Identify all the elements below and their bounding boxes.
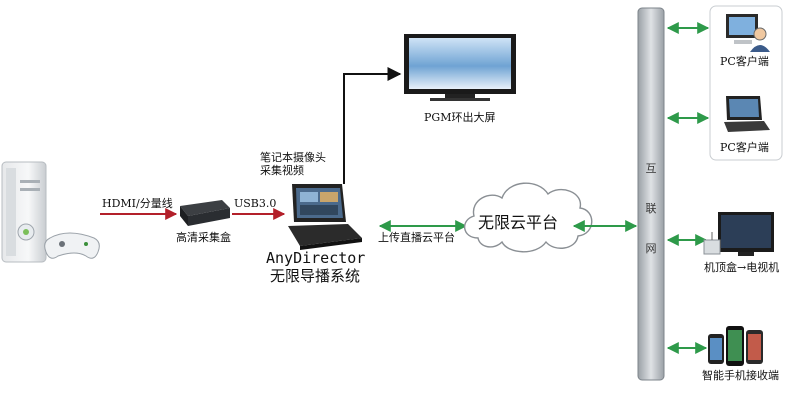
internet-label-1: 互 (645, 162, 657, 175)
game-controller-icon (44, 232, 100, 259)
capture-box-icon (180, 200, 230, 226)
capture-video-label: 采集视频 (260, 164, 304, 177)
mobile-receiver-label: 智能手机接收端 (702, 369, 779, 382)
laptop-icon (288, 184, 362, 250)
big-screen-icon (404, 34, 516, 101)
cloud-shape (464, 182, 593, 253)
desktop-pc-user-icon (726, 14, 770, 52)
laptop-client-icon (724, 96, 770, 132)
pgm-output-line (343, 67, 402, 184)
pc-client-label-1: PC客户端 (720, 55, 769, 68)
internet-label-3: 网 (645, 242, 657, 255)
anydirector-label: AnyDirector (266, 249, 366, 267)
cloud-platform-label: 无限云平台 (478, 213, 559, 232)
pgm-screen-label: PGM环出大屏 (424, 111, 496, 124)
game-console-icon (1, 161, 47, 263)
upload-label: 上传直播云平台 (378, 231, 455, 244)
usb-label: USB3.0 (234, 197, 277, 210)
pc-client-label-2: PC客户端 (720, 141, 769, 154)
hdmi-label: HDMI/分量线 (102, 197, 173, 210)
director-system-label: 无限导播系统 (270, 267, 361, 285)
tv-settop-icon (703, 212, 774, 256)
internet-bar (637, 7, 665, 381)
stb-tv-label: 机顶盒→电视机 (704, 261, 780, 274)
laptop-camera-label: 笔记本摄像头 (260, 151, 326, 164)
smartphones-icon (708, 326, 763, 366)
capture-box-label: 高清采集盒 (176, 231, 231, 244)
internet-label-2: 联 (645, 202, 657, 215)
